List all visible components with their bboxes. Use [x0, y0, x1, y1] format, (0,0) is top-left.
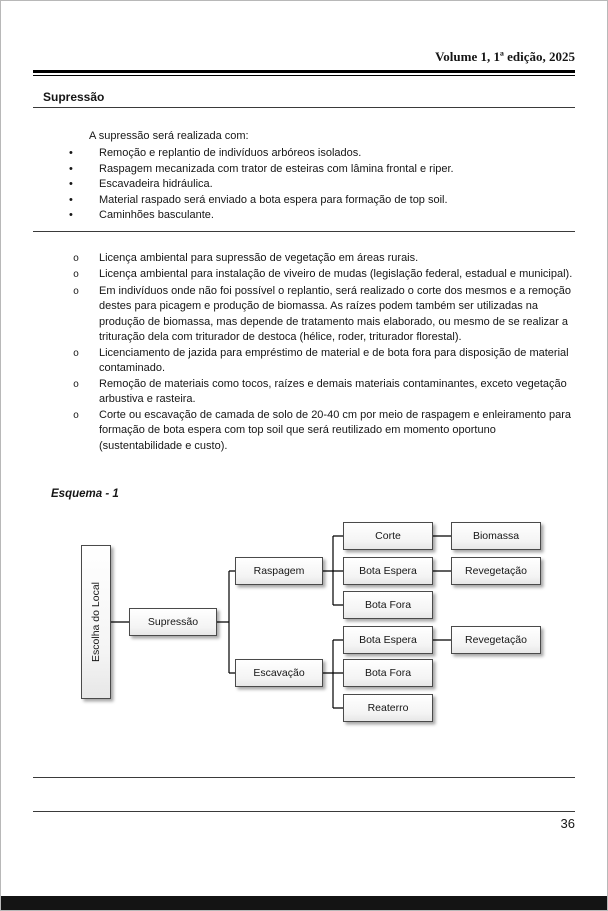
- o-bullet-marker: o: [73, 286, 80, 298]
- list-item-text: Licença ambiental para instalação de viv…: [99, 268, 573, 280]
- o-bullet-marker: o: [73, 348, 80, 360]
- flowchart-node-label: Escolha do Local: [90, 582, 102, 662]
- flowchart-node-label: Escavação: [253, 667, 305, 679]
- flowchart-node-label: Biomassa: [472, 530, 520, 542]
- section-title: Supressão: [43, 90, 105, 104]
- flowchart-node-revegetacao-2: Revegetação: [451, 626, 541, 654]
- flowchart-node-escavacao: Escavação: [235, 659, 323, 687]
- list-item: o Licença ambiental para supressão de veg…: [33, 251, 575, 268]
- list-item-text: Remoção e replantio de indivíduos arbóre…: [99, 147, 362, 159]
- bullet-marker: •: [69, 209, 73, 221]
- divider-rule: [33, 230, 575, 232]
- list-item-text: Remoção de materiais como tocos, raízes …: [99, 377, 567, 406]
- window-bottom-bar: [1, 896, 607, 910]
- flowchart-node-label: Supressão: [147, 616, 199, 628]
- list-item-text: Licenciamento de jazida para empréstimo …: [99, 346, 569, 375]
- list-item-text: Material raspado será enviado a bota esp…: [99, 193, 448, 206]
- list-item-text: Em indivíduos onde não foi possível o re…: [99, 284, 572, 344]
- list-item-text: Corte ou escavação de camada de solo de …: [99, 408, 572, 452]
- list-item: • Caminhões basculante.: [33, 208, 575, 224]
- list-item-text: Caminhões basculante.: [99, 209, 214, 221]
- list-item: o Corte ou escavação de camada de solo de…: [33, 408, 575, 455]
- header-volume-title: Volume 1, 1ª edição, 2025: [435, 49, 575, 64]
- flowchart-node-label: Revegetação: [465, 565, 527, 577]
- flowchart-node-biomassa: Biomassa: [451, 522, 541, 550]
- flowchart-node-label: Bota Fora: [364, 667, 412, 679]
- flowchart-node-escolha-do-local: Escolha do Local: [81, 545, 111, 699]
- flowchart-node-label: Revegetação: [465, 634, 527, 646]
- flowchart-node-supressao: Supressão: [129, 608, 217, 636]
- bullet-marker: •: [69, 162, 73, 175]
- list-item: • Escavadeira hidráulica.: [33, 177, 575, 193]
- flowchart-node-revegetacao-1: Revegetação: [451, 557, 541, 585]
- list-item-text: Licença ambiental para supressão de vege…: [99, 251, 419, 264]
- page-number: 36: [560, 816, 575, 831]
- list-item: o Em indivíduos onde não foi possível o r…: [33, 284, 575, 346]
- o-bullet-marker: o: [73, 270, 80, 281]
- flowchart-node-label: Bota Espera: [359, 565, 417, 577]
- requirements-list: o Licença ambiental para supressão de veg…: [33, 251, 575, 455]
- list-item-text: Raspagem mecanizada com trator de esteir…: [99, 162, 454, 175]
- flowchart-node-label: Raspagem: [253, 565, 305, 577]
- list-item: o Remoção de materiais como tocos, raízes…: [33, 377, 575, 408]
- schema-label: Esquema - 1: [51, 488, 119, 500]
- list-item: • Remoção e replantio de indivíduos arbór…: [33, 146, 575, 162]
- content-bottom-rule: [33, 777, 575, 778]
- bullet-marker: •: [69, 147, 73, 159]
- flowchart-connectors: [111, 535, 451, 709]
- list-item: • Raspagem mecanizada com trator de estei…: [33, 162, 575, 178]
- bullet-list: • Remoção e replantio de indivíduos arbór…: [33, 146, 575, 224]
- bullet-marker: •: [69, 178, 73, 190]
- flowchart-node-corte: Corte: [343, 522, 433, 550]
- flowchart: Escolha do Local Supressão Raspagem Esca…: [33, 514, 575, 730]
- footer-rule: [33, 811, 575, 812]
- flowchart-node-label: Bota Fora: [364, 599, 412, 611]
- list-item: o Licença ambiental para instalação de vi…: [33, 267, 575, 284]
- list-item: • Material raspado será enviado a bota es…: [33, 193, 575, 209]
- flowchart-node-bota-espera-2: Bota Espera: [343, 626, 433, 654]
- list-item-text: Escavadeira hidráulica.: [99, 178, 213, 190]
- section-title-rule: [33, 107, 575, 108]
- flowchart-node-label: Reaterro: [367, 702, 409, 714]
- header-double-rule: [33, 70, 575, 76]
- o-bullet-marker: o: [73, 410, 80, 422]
- flowchart-node-bota-espera-1: Bota Espera: [343, 557, 433, 585]
- flowchart-node-reaterro: Reaterro: [343, 694, 433, 722]
- bullet-marker: •: [69, 193, 73, 206]
- list-item: o Licenciamento de jazida para empréstimo…: [33, 346, 575, 377]
- flowchart-node-label: Bota Espera: [359, 634, 417, 646]
- flowchart-node-bota-fora-2: Bota Fora: [343, 659, 433, 687]
- flowchart-node-bota-fora-1: Bota Fora: [343, 591, 433, 619]
- o-bullet-marker: o: [73, 253, 80, 265]
- intro-text: A supressão será realizada com:: [89, 130, 249, 142]
- flowchart-node-label: Corte: [375, 530, 401, 542]
- flowchart-node-raspagem: Raspagem: [235, 557, 323, 585]
- o-bullet-marker: o: [73, 379, 80, 391]
